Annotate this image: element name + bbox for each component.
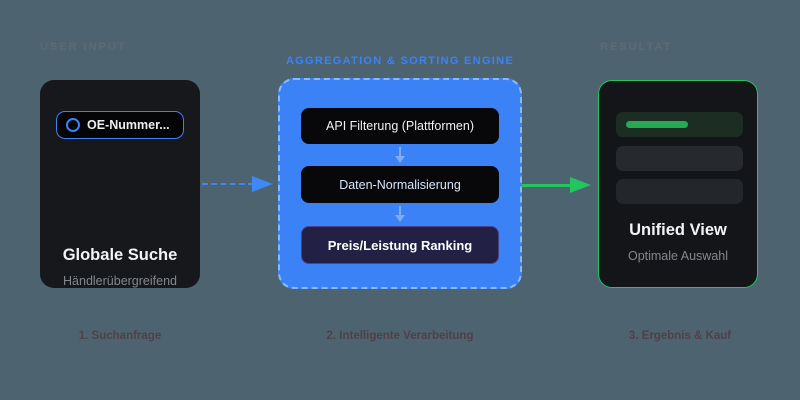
flow-arrow-input-to-engine-head-icon: [252, 176, 273, 192]
result-item-highlighted: [616, 112, 743, 137]
flow-arrow-engine-to-result-line: [521, 184, 572, 187]
step-caption-3: 3. Ergebnis & Kauf: [628, 330, 732, 342]
user-input-card-subtitle: Händlerübergreifend: [63, 274, 177, 288]
result-label: RESULTAT: [600, 41, 673, 53]
search-input-placeholder: OE-Nummer...: [87, 118, 170, 132]
progress-bar: [626, 121, 688, 128]
result-item-placeholder: [616, 146, 743, 171]
result-item-placeholder: [616, 179, 743, 204]
flow-arrow-engine-to-result-head-icon: [570, 177, 591, 193]
down-arrow-icon: [394, 206, 406, 222]
flow-arrow-input-to-engine-line: [202, 183, 254, 185]
down-arrow-stem: [398, 147, 402, 156]
down-arrow-stem: [398, 206, 402, 215]
result-card-title: Unified View: [629, 221, 727, 239]
engine-step-normalization: Daten-Normalisierung: [301, 166, 499, 203]
user-input-card-title: Globale Suche: [62, 246, 178, 264]
engine-step-ranking: Preis/Leistung Ranking: [301, 226, 499, 264]
engine-container: API Filterung (Plattformen) Daten-Normal…: [278, 78, 522, 289]
result-card-subtitle: Optimale Auswahl: [627, 249, 729, 263]
engine-step-api-filter: API Filterung (Plattformen): [301, 108, 499, 144]
search-input[interactable]: OE-Nummer...: [56, 111, 184, 139]
search-icon: [66, 118, 80, 132]
engine-label: AGGREGATION & SORTING ENGINE: [285, 55, 515, 67]
result-card: Unified View Optimale Auswahl: [598, 80, 758, 288]
step-caption-1: 1. Suchanfrage: [78, 330, 162, 342]
step-caption-2: 2. Intelligente Verarbeitung: [326, 330, 474, 342]
down-arrow-icon: [394, 147, 406, 163]
user-input-label: USER INPUT: [40, 41, 127, 53]
down-arrow-head: [395, 215, 405, 222]
user-input-card: OE-Nummer... Globale Suche Händlerübergr…: [40, 80, 200, 288]
down-arrow-head: [395, 156, 405, 163]
